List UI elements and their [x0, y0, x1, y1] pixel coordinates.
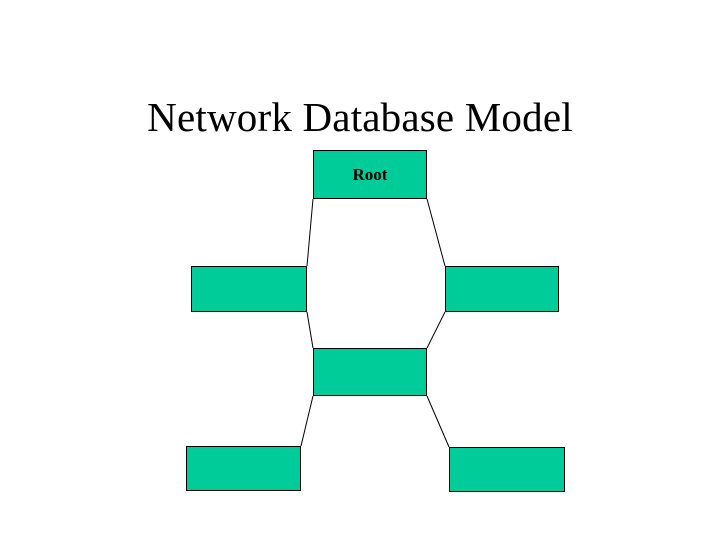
edge-level2-center-to-level3-right	[426, 395, 450, 448]
edge-level1-right-to-level2-center	[426, 311, 446, 349]
edge-level1-left-to-level2-center	[306, 311, 314, 349]
diagram-node-level1-right[interactable]	[445, 266, 559, 312]
diagram-node-level1-left[interactable]	[191, 266, 307, 312]
diagram-node-level2-center[interactable]	[313, 348, 427, 396]
diagram-node-root[interactable]: Root	[313, 150, 427, 199]
diagram-node-root-label: Root	[352, 165, 388, 184]
edge-root-to-level1-left	[306, 198, 314, 267]
page-title: Network Database Model	[147, 94, 573, 141]
diagram-node-level3-right[interactable]	[449, 447, 565, 492]
diagram-node-level3-left[interactable]	[186, 446, 301, 491]
edge-level2-center-to-level3-left	[300, 395, 314, 447]
edge-root-to-level1-right	[426, 198, 446, 267]
